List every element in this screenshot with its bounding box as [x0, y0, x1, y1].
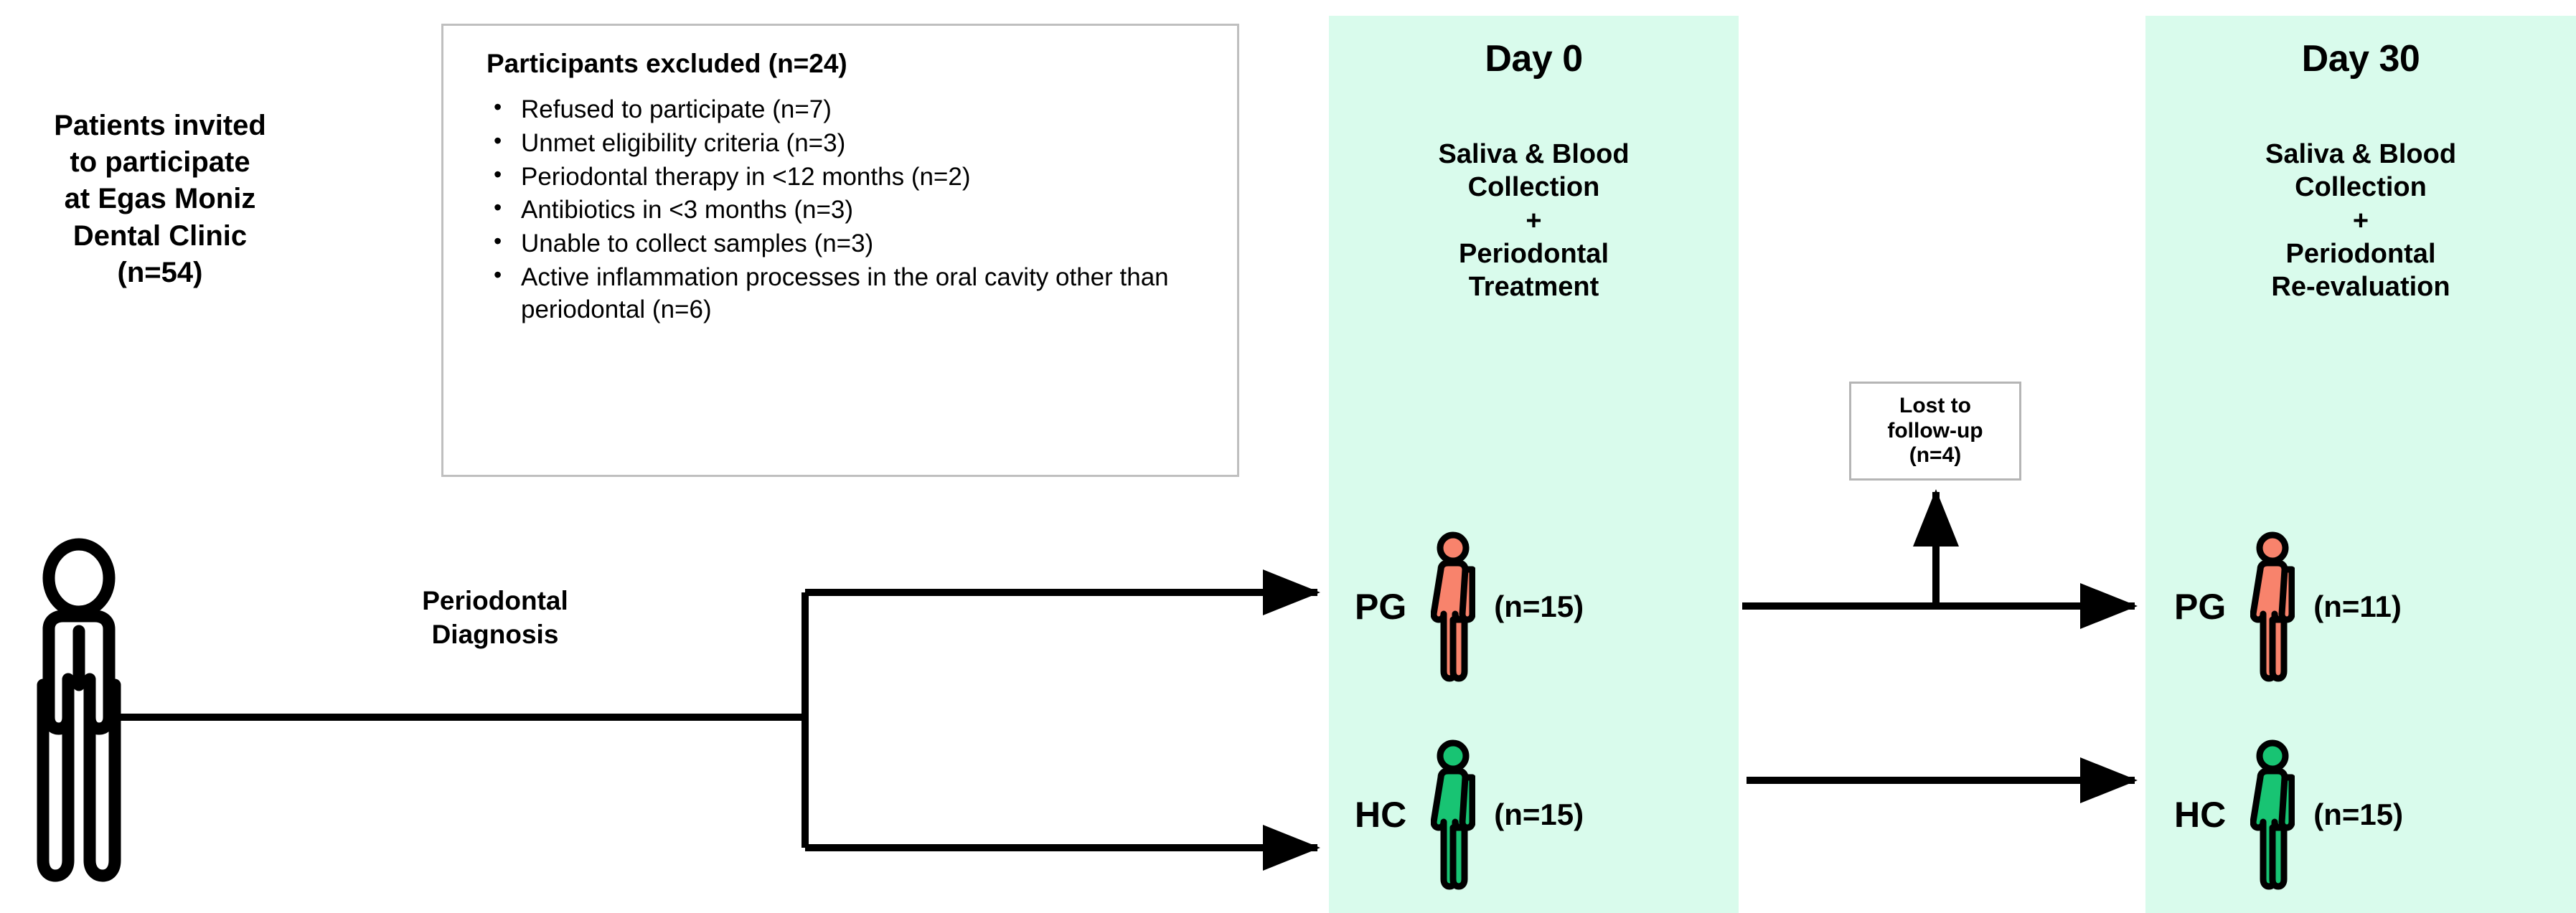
day30-title: Day 30 — [2301, 38, 2420, 80]
person-filled-icon — [2250, 739, 2295, 890]
group-code-label: HC — [2174, 795, 2227, 835]
group-row-day30-hc: HC (n=15) — [2174, 739, 2403, 891]
list-item: Active inflammation processes in the ora… — [486, 260, 1220, 326]
group-count-label: (n=15) — [2313, 798, 2404, 831]
group-code-label: HC — [1355, 795, 1407, 835]
list-item: Unable to collect samples (n=3) — [486, 227, 1220, 260]
list-item: Antibiotics in <3 months (n=3) — [486, 193, 1220, 227]
day0-title: Day 0 — [1485, 38, 1583, 80]
list-item: Periodontal therapy in <12 months (n=2) — [486, 160, 1220, 194]
group-count-label: (n=15) — [1494, 590, 1584, 623]
day0-subtitle: Saliva & Blood Collection + Periodontal … — [1438, 139, 1630, 303]
page-title: Patients invited to participate at Egas … — [54, 110, 266, 288]
timepoint-panel-day0: Day 0 Saliva & Blood Collection + Period… — [1329, 16, 1739, 913]
diagnosis-label: Periodontal Diagnosis — [422, 586, 568, 649]
exclusion-title: Participants excluded (n=24) — [486, 49, 847, 78]
group-row-day30-pg: PG (n=11) — [2174, 531, 2402, 683]
exclusion-list: Refused to participate (n=7) Unmet eligi… — [486, 93, 1220, 328]
group-code-label: PG — [2174, 587, 2227, 627]
group-count-label: (n=11) — [2313, 590, 2402, 623]
lost-to-followup-label: Lost to follow-up (n=4) — [1887, 393, 1983, 468]
group-code-label: PG — [1355, 587, 1407, 627]
group-row-day0-pg: PG (n=15) — [1355, 531, 1584, 683]
person-outline-icon — [37, 538, 121, 882]
person-filled-icon — [1431, 739, 1476, 890]
exclusion-box: Participants excluded (n=24) Refused to … — [441, 24, 1239, 477]
list-item: Unmet eligibility criteria (n=3) — [486, 126, 1220, 160]
person-filled-icon — [1431, 531, 1476, 682]
group-row-day0-hc: HC (n=15) — [1355, 739, 1584, 891]
day30-subtitle: Saliva & Blood Collection + Periodontal … — [2265, 139, 2457, 303]
list-item: Refused to participate (n=7) — [486, 93, 1220, 126]
timepoint-panel-day30: Day 30 Saliva & Blood Collection + Perio… — [2145, 16, 2576, 913]
lost-to-followup-box: Lost to follow-up (n=4) — [1849, 382, 2021, 481]
group-count-label: (n=15) — [1494, 798, 1584, 831]
person-filled-icon — [2250, 531, 2295, 682]
